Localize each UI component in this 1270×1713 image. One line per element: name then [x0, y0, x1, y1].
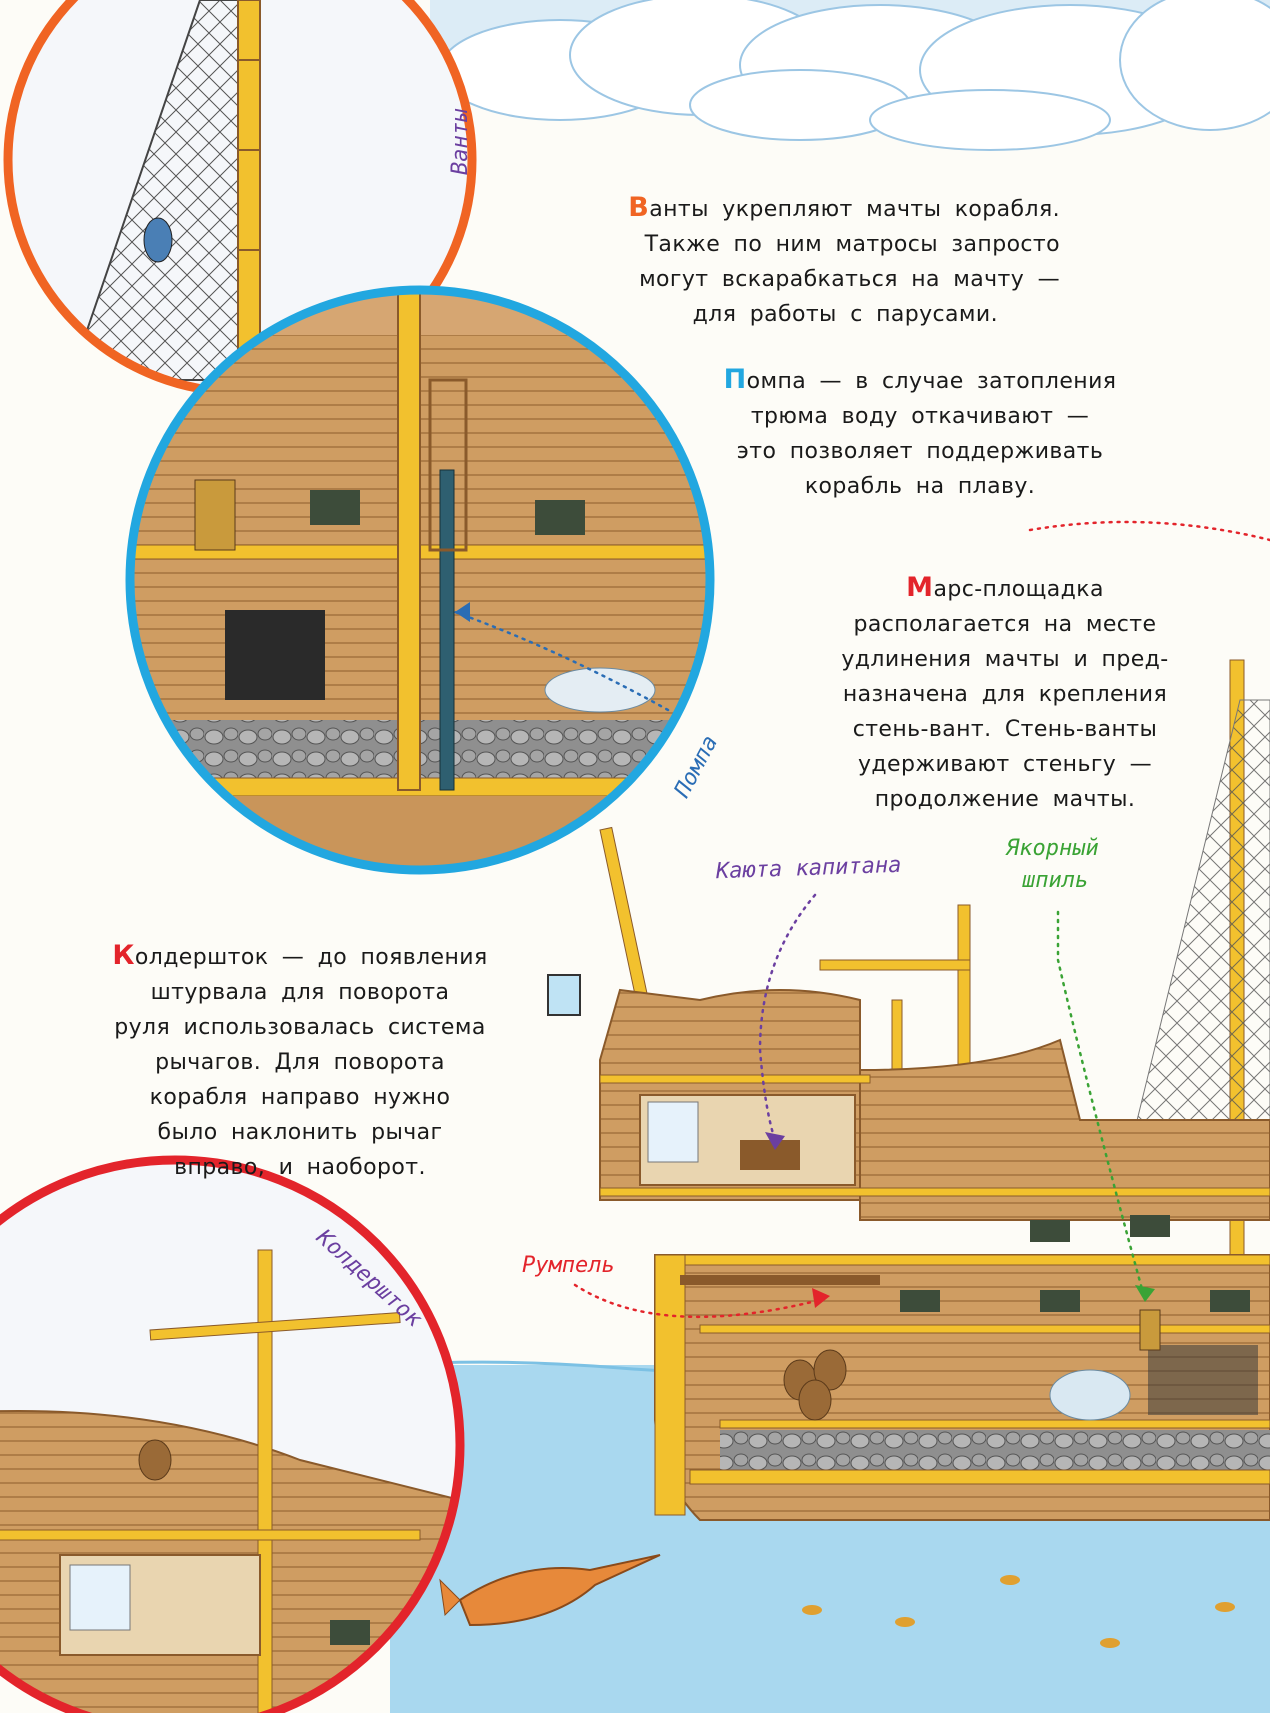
kolder-line-4: рычагов. Для поворота	[155, 1050, 445, 1075]
kolder-line-3: руля использовалась система	[114, 1015, 486, 1040]
kolder-line-5: корабля направо нужно	[149, 1085, 451, 1110]
mars-line-4: назначена для крепления	[842, 682, 1168, 707]
mars-line-6: удерживают стеньгу —	[858, 752, 1152, 777]
shrouds-detail	[8, 0, 472, 392]
paragraph-mars: Марс-площадка располагается на месте удл…	[830, 570, 1180, 817]
mars-line-5: стень-вант. Стень-ванты	[852, 717, 1158, 742]
mars-line-7: продолжение мачты.	[874, 787, 1136, 812]
pompa-line-4: корабль на плаву.	[804, 474, 1036, 499]
pompa-line-2: трюма воду откачивают —	[750, 404, 1090, 429]
kolder-line-2: штурвала для поворота	[150, 980, 450, 1005]
whipstaff-detail	[0, 1160, 460, 1713]
dropcap-m: М	[906, 572, 934, 603]
kolder-line-6: было наклонить рычаг	[157, 1120, 443, 1145]
mars-line-2: располагается на месте	[853, 612, 1157, 637]
label-yakorny-2: шпиль	[1022, 868, 1089, 893]
paragraph-pompa: Помпа — в случае затопления трюма воду о…	[720, 362, 1120, 504]
kolder-line-7: вправо, и наоборот.	[174, 1155, 426, 1180]
ring-red	[0, 1155, 465, 1713]
ring-blue	[125, 285, 715, 875]
dropcap-k: К	[112, 940, 135, 971]
paragraph-vanty: Ванты укрепляют мачты корабля. Также по …	[620, 190, 1060, 332]
small-fish	[802, 1575, 1235, 1648]
leader-lines	[453, 520, 1270, 1319]
vanty-line-3: могут вскарабкаться на мачту —	[639, 267, 1060, 292]
leader-arrowheads	[455, 602, 1155, 1308]
label-rumpel: Румпель	[522, 1253, 615, 1278]
label-yakorny-1: Якорный	[1006, 836, 1099, 861]
pompa-line-1: омпа — в случае затопления	[746, 369, 1117, 394]
swordfish	[439, 1554, 661, 1627]
vanty-line-2: Также по ним матросы запросто	[644, 232, 1060, 257]
vanty-line-1: анты укрепляют мачты корабля.	[649, 197, 1060, 222]
kolder-line-1: олдершток — до появления	[134, 945, 488, 970]
paragraph-kolder: Колдершток — до появления штурвала для п…	[100, 938, 500, 1185]
vanty-line-4: для работы с парусами.	[692, 302, 998, 327]
dropcap-p: П	[723, 364, 747, 395]
ship-main	[547, 659, 1270, 1521]
mars-line-3: удлинения мачты и пред-	[841, 647, 1169, 672]
clouds	[430, 0, 1270, 151]
pompa-line-3: это позволяет поддерживать	[736, 439, 1104, 464]
mars-line-1: арс-площадка	[933, 577, 1104, 602]
dropcap-v: В	[628, 192, 650, 223]
label-vanty: Ванты	[448, 108, 473, 175]
